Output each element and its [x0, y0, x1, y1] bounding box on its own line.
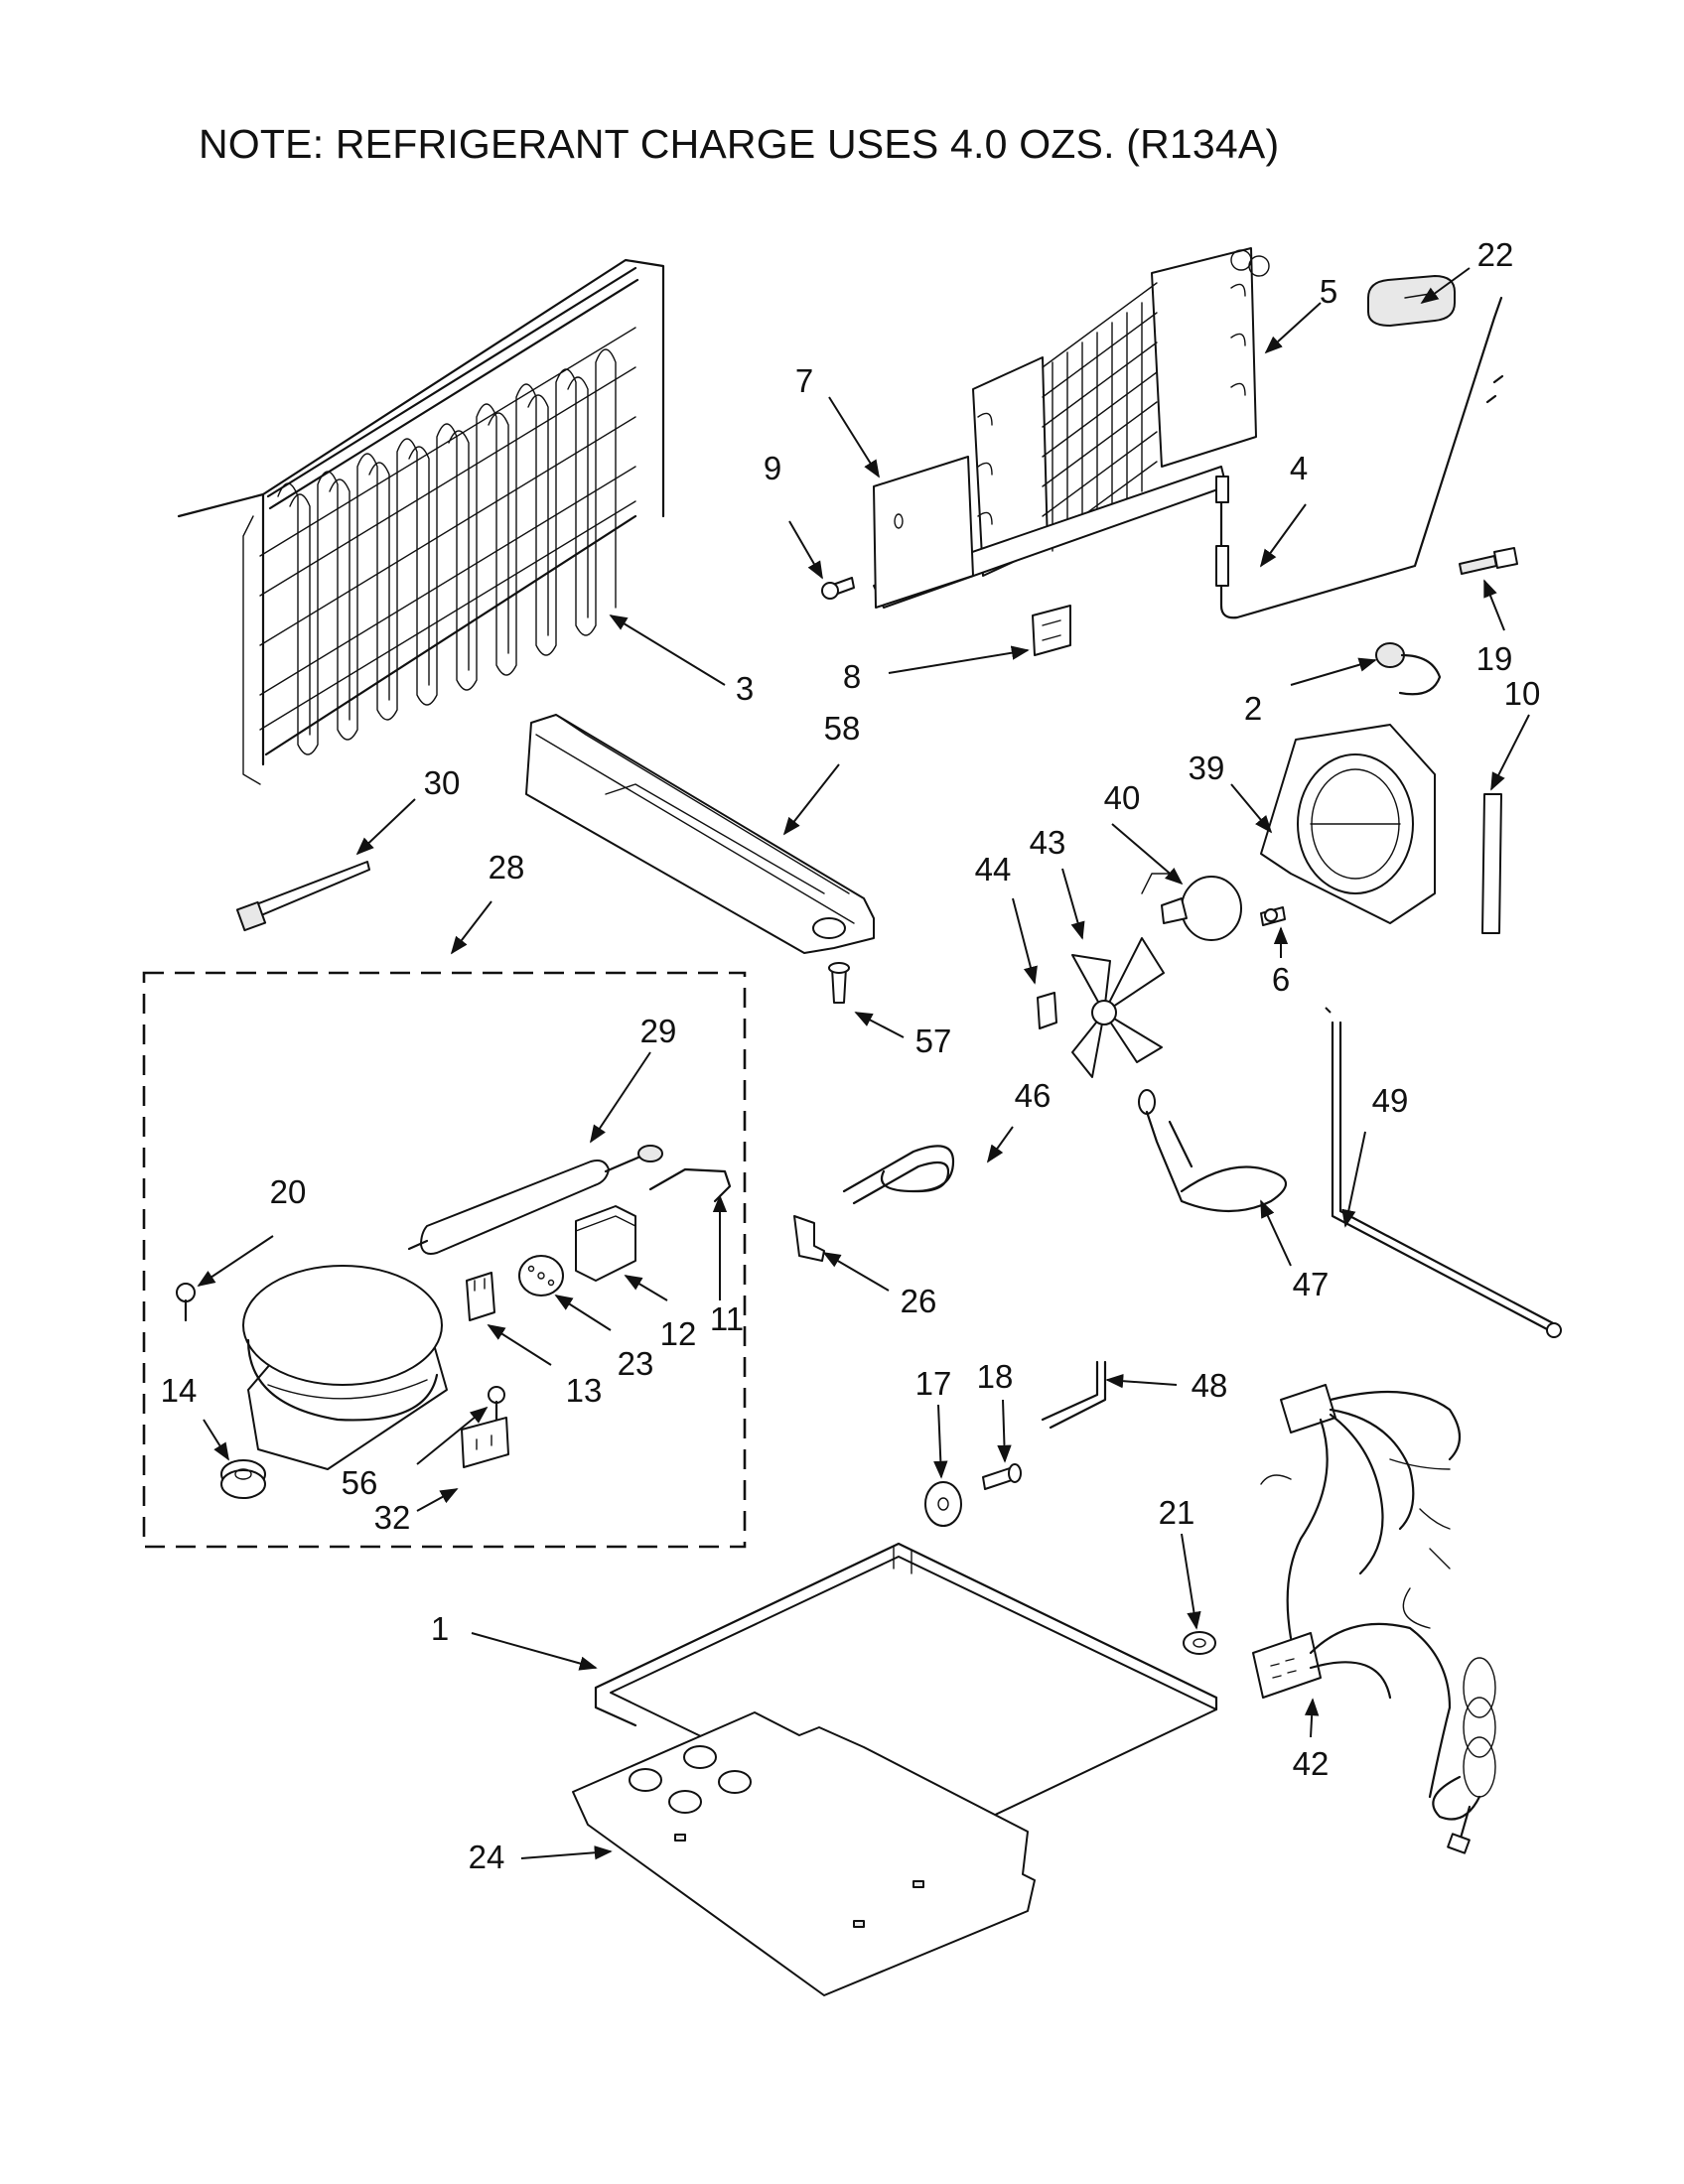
callout-49: 49 — [1372, 1082, 1409, 1119]
drain-trough — [525, 714, 875, 954]
callout-5: 5 — [1320, 273, 1337, 310]
tube-47 — [1138, 1089, 1288, 1213]
wire-tie — [235, 861, 370, 932]
callout-22: 22 — [1477, 236, 1514, 273]
callout-43: 43 — [1030, 824, 1066, 861]
fan-shroud — [1260, 724, 1436, 924]
thermostat-cover — [1367, 275, 1456, 327]
callout-21: 21 — [1159, 1494, 1195, 1531]
tube-48 — [1041, 1360, 1107, 1430]
defrost-wire — [1215, 296, 1504, 619]
callout-32: 32 — [374, 1499, 411, 1536]
condenser-coil — [177, 258, 665, 785]
capacitor — [461, 1417, 509, 1468]
callout-7: 7 — [795, 362, 813, 399]
clip-8 — [1032, 605, 1071, 656]
compressor-grommet — [220, 1459, 266, 1499]
callout-40: 40 — [1104, 779, 1141, 816]
callout-18: 18 — [977, 1358, 1014, 1395]
callout-24: 24 — [469, 1839, 505, 1875]
callout-3: 3 — [736, 670, 754, 707]
clip-26 — [793, 1215, 825, 1262]
callout-14: 14 — [161, 1372, 198, 1409]
relay-cover — [575, 1205, 636, 1282]
callout-13: 13 — [566, 1372, 603, 1409]
callout-46: 46 — [1015, 1077, 1052, 1114]
insulation-pad — [572, 1711, 1036, 1996]
callout-58: 58 — [824, 710, 861, 747]
callout-labels: 3 5 22 7 9 8 4 2 19 10 58 30 28 39 40 43… — [161, 236, 1541, 1875]
callout-8: 8 — [843, 658, 861, 695]
screw-57 — [828, 962, 850, 1004]
defrost-thermostat — [1375, 642, 1442, 696]
callout-4: 4 — [1290, 450, 1308, 486]
callout-20: 20 — [270, 1173, 307, 1210]
evaporator-fan-motor — [1141, 873, 1286, 941]
leader-lines — [197, 267, 1530, 1860]
callout-48: 48 — [1192, 1367, 1228, 1404]
screw-56 — [488, 1386, 505, 1422]
fan-retainer — [1037, 992, 1057, 1029]
compressor-kit-boundary — [142, 971, 747, 1549]
callout-57: 57 — [915, 1023, 952, 1059]
filter-drier — [407, 1145, 663, 1255]
tube-46 — [842, 1145, 955, 1205]
callout-23: 23 — [618, 1345, 654, 1382]
screw-20 — [176, 1283, 196, 1322]
callout-9: 9 — [764, 450, 781, 486]
callout-1: 1 — [431, 1610, 449, 1647]
foam-strip — [1481, 793, 1502, 934]
start-relay — [518, 1255, 564, 1297]
roller-axle — [982, 1463, 1022, 1490]
refrigerant-note: NOTE: REFRIGERANT CHARGE USES 4.0 OZS. (… — [199, 121, 1280, 167]
wire-11 — [648, 1167, 732, 1203]
compressor — [242, 1265, 448, 1470]
nut-21 — [1183, 1631, 1216, 1655]
screw-9 — [821, 577, 855, 600]
fan-blade — [1071, 937, 1165, 1078]
callout-10: 10 — [1504, 675, 1541, 712]
wire-harness — [1252, 1384, 1496, 1854]
callout-39: 39 — [1189, 750, 1225, 786]
callout-56: 56 — [342, 1464, 378, 1501]
callout-26: 26 — [901, 1283, 937, 1319]
screw-6 — [1264, 908, 1278, 922]
callout-47: 47 — [1293, 1266, 1330, 1302]
callout-6: 6 — [1272, 961, 1290, 998]
tube-49 — [1331, 1021, 1562, 1338]
callout-29: 29 — [640, 1013, 677, 1049]
callout-44: 44 — [975, 851, 1012, 887]
callout-12: 12 — [660, 1315, 697, 1352]
callout-19: 19 — [1476, 640, 1513, 677]
callout-42: 42 — [1293, 1745, 1330, 1782]
callout-2: 2 — [1244, 690, 1262, 727]
callout-28: 28 — [489, 849, 525, 886]
clip-19 — [1459, 547, 1518, 575]
callout-11: 11 — [710, 1300, 744, 1337]
overload-protector — [466, 1272, 495, 1321]
callout-17: 17 — [915, 1365, 952, 1402]
roller — [924, 1481, 962, 1527]
heater-bracket — [873, 456, 974, 609]
callout-30: 30 — [424, 764, 461, 801]
